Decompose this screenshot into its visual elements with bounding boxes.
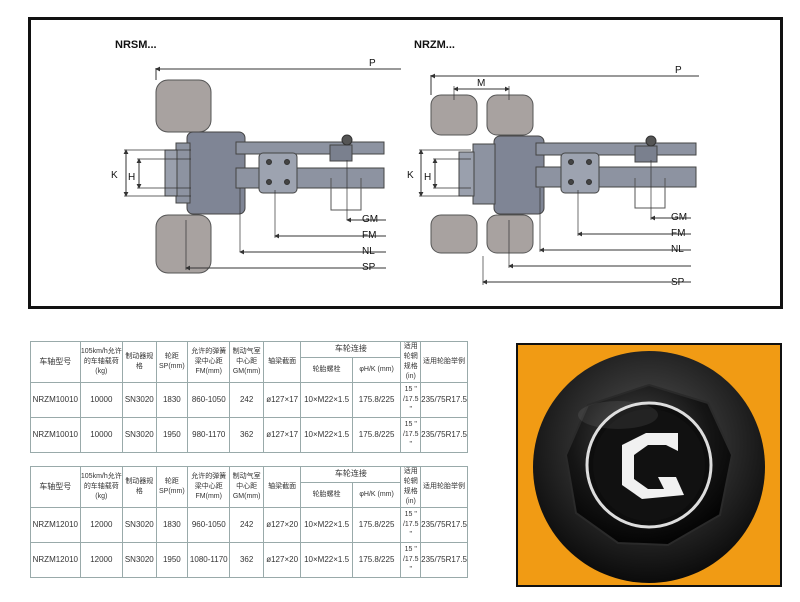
col-tire: 适用轮胎举例 [420,466,468,508]
dim-h-right: H [424,172,431,183]
cell-chamber: 362 [229,417,264,453]
col-spring: 允许的弹簧梁中心距FM(mm) [187,341,231,383]
cell-chamber: 242 [229,382,264,418]
cell-track: 1950 [155,417,189,453]
cell-track: 1830 [155,382,189,418]
col-model: 车轴型号 [30,466,81,508]
cell-tire: 235/75R17.5 [420,417,468,453]
nrsm-drawing [123,66,401,274]
cell-rim: 15 " /17.5 " [400,542,422,578]
cell-load: 10000 [79,417,124,453]
col-bolt: 轮胎螺栓 [300,481,353,508]
cell-brake: SN3020 [122,507,157,543]
cell-tire: 235/75R17.5 [420,542,468,578]
cell-brake: SN3020 [122,382,157,418]
cell-chamber: 362 [229,542,264,578]
nrzm-title: NRZM... [414,39,455,51]
dim-sp-left: SP [362,262,376,273]
cell-beam: ø127×20 [262,542,302,578]
dim-sp-right: SP [671,277,685,288]
dim-h-left: H [128,172,135,183]
cell-model: NRZM12010 [30,542,81,578]
cell-bolt: 10×M22×1.5 [300,507,353,543]
spec-table-12t: 车轴型号 105km/h允许的车轴载荷(kg) 制动器规格 轮距SP(mm) 允… [30,466,468,578]
cell-brake: SN3020 [122,542,157,578]
cell-spring: 980-1170 [187,417,231,453]
dim-nl-right: NL [671,244,684,255]
cell-tire: 235/75R17.5 [420,507,468,543]
dim-p-right: P [675,65,682,76]
spec-table-10t: 车轴型号 105km/h允许的车轴载荷(kg) 制动器规格 轮距SP(mm) 允… [30,341,468,453]
cell-rim: 15 " /17.5 " [400,417,422,453]
cell-load: 12000 [79,507,124,543]
hub-cap-photo [516,343,782,587]
dim-k-right: K [407,170,414,181]
col-wheel-conn: 车轮连接 [300,466,402,483]
cell-pcd: 175.8/225 [351,542,402,578]
col-brake: 制动器规格 [122,466,157,508]
cell-model: NRZM10010 [30,417,81,453]
cell-pcd: 175.8/225 [351,507,402,543]
cell-load: 10000 [79,382,124,418]
col-tire: 适用轮胎举例 [420,341,468,383]
table-row: NRZM10010 10000 SN3020 1830 860-1050 242… [30,382,468,418]
col-load: 105km/h允许的车轴载荷(kg) [79,341,124,383]
col-brake: 制动器规格 [122,341,157,383]
cell-brake: SN3020 [122,417,157,453]
dim-gm-right: GM [671,212,687,223]
cell-pcd: 175.8/225 [351,382,402,418]
cell-beam: ø127×20 [262,507,302,543]
axle-diagram: NRSM... P K H GM FM NL SP [28,17,783,309]
col-model: 车轴型号 [30,341,81,383]
cell-model: NRZM10010 [30,382,81,418]
col-chamber: 制动气室中心距GM(mm) [229,341,264,383]
cell-beam: ø127×17 [262,382,302,418]
cell-rim: 15 " /17.5 " [400,382,422,418]
cell-track: 1950 [155,542,189,578]
cell-model: NRZM12010 [30,507,81,543]
nrsm-title: NRSM... [115,39,157,51]
col-beam: 轴梁截面 [262,341,302,383]
cell-spring: 1080-1170 [187,542,231,578]
dim-gm-left: GM [362,214,378,225]
cell-beam: ø127×17 [262,417,302,453]
cell-spring: 860-1050 [187,382,231,418]
table-row: NRZM12010 12000 SN3020 1830 960-1050 242… [30,507,468,543]
cell-pcd: 175.8/225 [351,417,402,453]
col-rim: 适用轮辋规格(in) [400,466,422,508]
col-beam: 轴梁截面 [262,466,302,508]
axle-drawing: NRSM... P K H GM FM NL SP [111,39,699,288]
dim-fm-right: FM [671,228,685,239]
dim-m: M [477,78,485,89]
nrzm-drawing [418,73,699,285]
dim-fm-left: FM [362,230,376,241]
col-bolt: 轮胎螺栓 [300,356,353,383]
col-track: 轮距SP(mm) [155,341,189,383]
dim-nl-left: NL [362,246,375,257]
col-pcd: φH/K (mm) [351,356,402,383]
table-row: NRZM12010 12000 SN3020 1950 1080-1170 36… [30,542,468,578]
col-track: 轮距SP(mm) [155,466,189,508]
cell-chamber: 242 [229,507,264,543]
col-rim: 适用轮辋规格(in) [400,341,422,383]
cell-bolt: 10×M22×1.5 [300,542,353,578]
table-row: NRZM10010 10000 SN3020 1950 980-1170 362… [30,417,468,453]
cell-bolt: 10×M22×1.5 [300,382,353,418]
col-spring: 允许的弹簧梁中心距FM(mm) [187,466,231,508]
cell-spring: 960-1050 [187,507,231,543]
cell-load: 12000 [79,542,124,578]
col-wheel-conn: 车轮连接 [300,341,402,358]
cell-track: 1830 [155,507,189,543]
dim-p-left: P [369,58,376,69]
cell-rim: 15 " /17.5 " [400,507,422,543]
cell-bolt: 10×M22×1.5 [300,417,353,453]
dim-k-left: K [111,170,118,181]
col-chamber: 制动气室中心距GM(mm) [229,466,264,508]
hub-cap-image [533,351,765,583]
cell-tire: 235/75R17.5 [420,382,468,418]
brand-logo-icon [622,433,684,499]
col-load: 105km/h允许的车轴载荷(kg) [79,466,124,508]
col-pcd: φH/K (mm) [351,481,402,508]
